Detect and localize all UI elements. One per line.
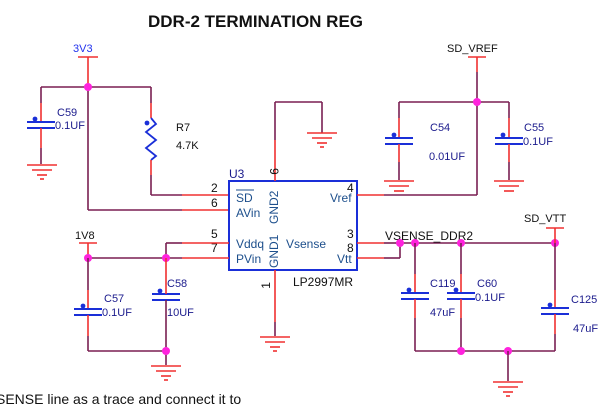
c59-ref: C59 bbox=[57, 107, 77, 119]
ground-symbol bbox=[260, 336, 290, 352]
junction bbox=[84, 83, 92, 91]
pin-num-3: 3 bbox=[347, 227, 354, 241]
pin-name-vtt: Vtt bbox=[337, 252, 352, 266]
pin-num-1: 1 bbox=[259, 282, 273, 289]
c57-value: 0.1UF bbox=[102, 307, 132, 319]
schematic-title: DDR-2 TERMINATION REG bbox=[148, 12, 363, 31]
ground-symbol bbox=[307, 132, 337, 148]
ground-symbol bbox=[27, 164, 57, 180]
junction bbox=[396, 239, 404, 247]
c57-ref: C57 bbox=[104, 293, 124, 305]
c55-value: 0.1UF bbox=[523, 136, 553, 148]
c119-ref: C119 bbox=[430, 278, 455, 290]
pin-name-gnd2: GND2 bbox=[267, 190, 281, 224]
pin-name-vddq: Vddq bbox=[236, 237, 264, 251]
pin-name-vsense: Vsense bbox=[286, 237, 326, 251]
c55-ref: C55 bbox=[524, 122, 544, 134]
pin-num-5: 5 bbox=[211, 227, 218, 241]
pin-name-vref: Vref bbox=[330, 191, 352, 205]
pin-name-pvin: PVin bbox=[236, 252, 261, 266]
c54-ref: C54 bbox=[430, 122, 450, 134]
pin-name-sd: SD bbox=[236, 191, 253, 205]
pin-name-avin: AVin bbox=[236, 206, 260, 220]
capacitor-c119[interactable] bbox=[401, 243, 429, 351]
ground-symbol bbox=[493, 381, 523, 397]
c125-value: 47uF bbox=[573, 323, 598, 335]
c59-value: 0.1UF bbox=[55, 120, 85, 132]
net-label-sd-vtt: SD_VTT bbox=[524, 213, 566, 225]
ground-symbol bbox=[151, 365, 181, 381]
r7-value: 4.7K bbox=[176, 140, 199, 152]
design-note: SENSE line as a trace and connect it to bbox=[0, 391, 241, 404]
pin-num-9: 9 bbox=[267, 168, 281, 175]
c60-value: 0.1UF bbox=[475, 292, 505, 304]
ic-ref: U3 bbox=[229, 167, 245, 181]
net-label-vsense: VSENSE_DDR2 bbox=[385, 229, 473, 243]
ic-part: LP2997MR bbox=[293, 275, 353, 289]
net-label-1v8: 1V8 bbox=[75, 230, 95, 242]
c54-value: 0.01UF bbox=[429, 151, 465, 163]
pin-num-7: 7 bbox=[211, 241, 218, 255]
pin-num-6: 6 bbox=[211, 196, 218, 210]
capacitor-c59[interactable] bbox=[27, 87, 57, 180]
junction bbox=[457, 347, 465, 355]
capacitor-c54[interactable] bbox=[384, 102, 414, 192]
r7-ref: R7 bbox=[176, 122, 190, 134]
resistor-r7[interactable] bbox=[144, 87, 158, 195]
pin-num-8: 8 bbox=[347, 241, 354, 255]
capacitor-c60[interactable] bbox=[447, 243, 475, 351]
net-label-3v3: 3V3 bbox=[73, 43, 93, 55]
c119-value: 47uF bbox=[430, 307, 455, 319]
capacitor-c57[interactable] bbox=[74, 258, 166, 352]
pin-num-4: 4 bbox=[347, 181, 354, 195]
c60-ref: C60 bbox=[477, 278, 497, 290]
capacitor-c125[interactable] bbox=[541, 243, 569, 351]
pin-name-gnd1: GND1 bbox=[267, 234, 281, 268]
pin-num-2: 2 bbox=[211, 181, 218, 195]
c58-value: 10UF bbox=[167, 307, 194, 319]
junction bbox=[473, 98, 481, 106]
c58-ref: C58 bbox=[167, 278, 187, 290]
junction bbox=[162, 347, 170, 355]
net-label-sd-vref: SD_VREF bbox=[447, 43, 498, 55]
capacitor-c55[interactable] bbox=[494, 102, 524, 192]
c125-ref: C125 bbox=[571, 294, 597, 306]
ic-u3[interactable] bbox=[228, 180, 358, 271]
